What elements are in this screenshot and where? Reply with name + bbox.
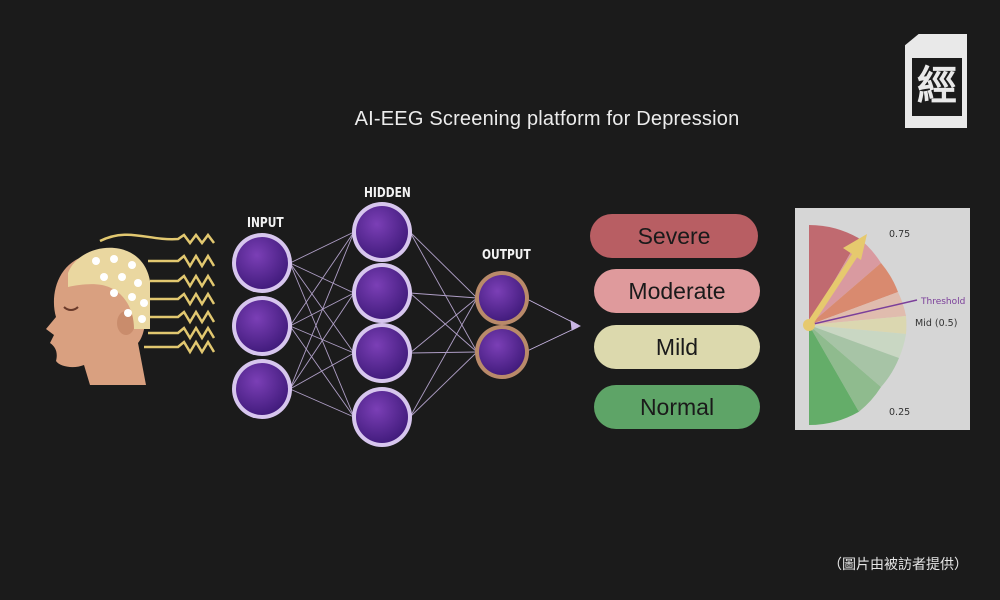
- threshold-line: [808, 299, 918, 326]
- network-connection: [409, 351, 478, 354]
- gauge-hub: [803, 319, 815, 331]
- network-connection: [409, 292, 478, 353]
- hidden-node-4: [356, 391, 408, 443]
- gauge-wedge-mild-2: [809, 325, 906, 358]
- input-node-2: [236, 300, 288, 352]
- hidden-node-3: [356, 327, 408, 379]
- gauge-label-025: 0.25: [889, 407, 910, 418]
- network-connection: [289, 262, 355, 418]
- hidden-layer-label: HIDDEN: [364, 186, 411, 201]
- diagram-title: AI-EEG Screening platform for Depression: [354, 108, 740, 130]
- eeg-head-icon: [46, 232, 216, 385]
- output-layer-label: OUTPUT: [482, 248, 531, 263]
- gauge-wedge-severe-2: [809, 238, 881, 325]
- gauge-wedge-normal: [809, 325, 859, 425]
- output-node-1: [479, 275, 525, 321]
- risk-gauge-panel: 0.75 Threshold Mid (0.5) 0.25: [795, 208, 970, 430]
- network-connection: [289, 262, 355, 354]
- gauge-needle: [806, 250, 860, 327]
- input-layer-label: INPUT: [247, 216, 284, 231]
- gauge-wedge-normal-3: [809, 325, 881, 412]
- gauge-needle-head: [843, 234, 867, 260]
- gauge-label-threshold: Threshold: [920, 297, 965, 307]
- gauge-wedge-normal-2: [809, 325, 899, 387]
- risk-gauge: 0.75 Threshold Mid (0.5) 0.25: [803, 224, 965, 425]
- network-connection: [409, 292, 478, 299]
- network-connection: [289, 325, 355, 354]
- network-connection: [409, 231, 478, 299]
- gauge-label-075: 0.75: [889, 229, 910, 240]
- input-node-1: [236, 237, 288, 289]
- network-connection: [409, 231, 478, 353]
- network-connection: [409, 297, 478, 354]
- gauge-wedge-mild: [809, 316, 907, 334]
- hidden-node-2: [356, 267, 408, 319]
- network-connection: [289, 231, 355, 327]
- gauge-wedge-moderate: [809, 263, 898, 325]
- severity-pill-severe: Severe: [590, 214, 758, 258]
- network-connection: [289, 352, 355, 390]
- image-credit-caption: （圖片由被訪者提供）: [828, 557, 968, 573]
- network-connection: [289, 292, 355, 390]
- output-node-2: [479, 329, 525, 375]
- severity-pill-moderate: Moderate: [594, 269, 760, 313]
- severity-pill-mild: Mild: [594, 325, 760, 369]
- network-connection: [289, 262, 355, 294]
- neural-network-diagram: [232, 202, 581, 447]
- network-connection: [289, 388, 355, 418]
- network-connection: [289, 231, 355, 264]
- gauge-wedge-moderate-2: [809, 292, 906, 325]
- input-node-3: [236, 363, 288, 415]
- hidden-node-1: [356, 206, 408, 258]
- network-connection: [289, 231, 355, 390]
- logo-character: 經: [912, 58, 962, 116]
- severity-pill-normal: Normal: [594, 385, 760, 429]
- network-connection: [409, 297, 478, 418]
- network-connection: [409, 351, 478, 418]
- gauge-label-mid: Mid (0.5): [915, 318, 957, 329]
